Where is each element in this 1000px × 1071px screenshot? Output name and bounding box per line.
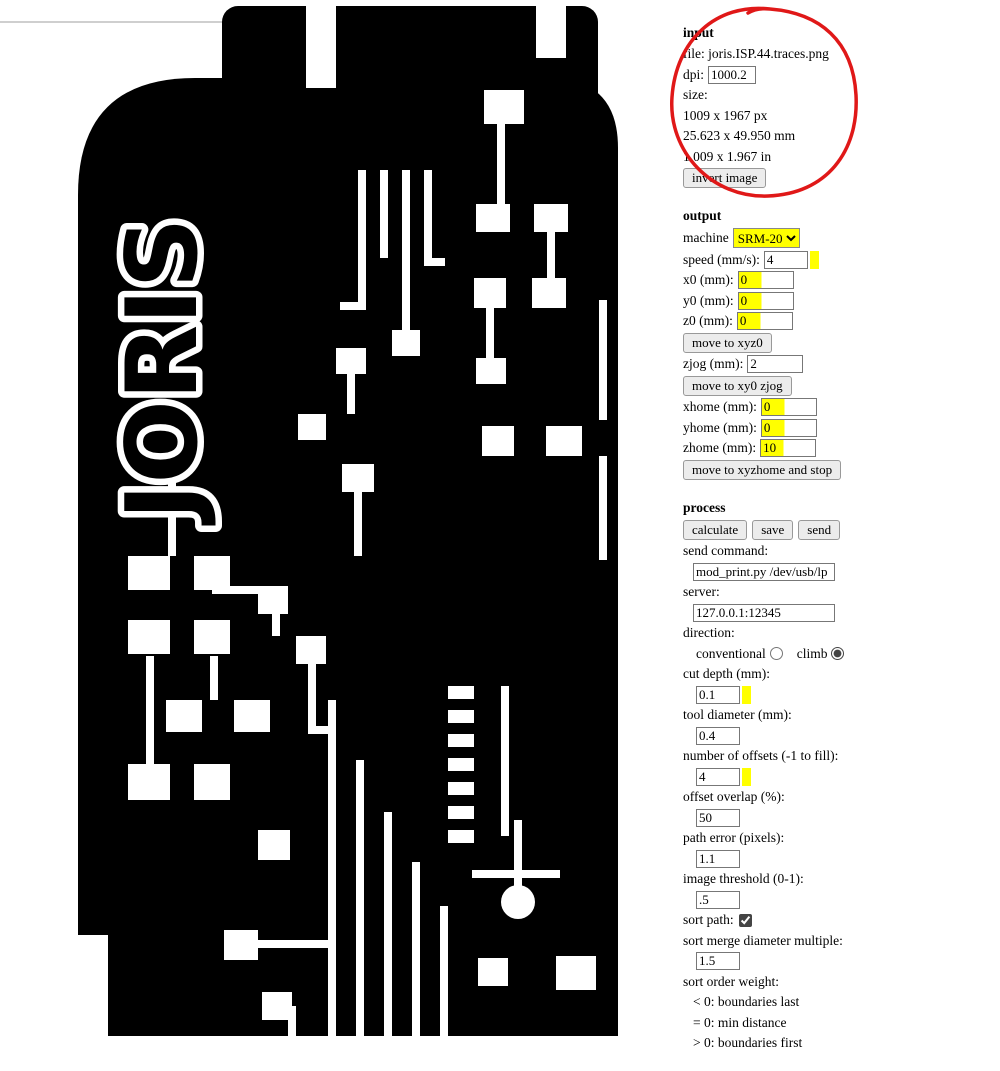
machine-select[interactable]: SRM-20 [732, 228, 800, 248]
tool-diameter-label: tool diameter (mm): [683, 707, 792, 722]
zhome-label: zhome (mm): [683, 440, 757, 455]
image-threshold-label: image threshold (0-1): [683, 871, 804, 886]
sort-order-line-eq: = 0: min distance [693, 1014, 787, 1030]
dpi-input[interactable] [708, 65, 757, 84]
process-section: process calculate save send send command… [683, 499, 993, 1053]
offset-overlap-input[interactable] [696, 808, 740, 827]
server-input[interactable] [693, 603, 835, 622]
input-section: input file: joris.ISP.44.traces.png dpi:… [683, 24, 993, 188]
pcb-board-body [78, 6, 618, 1036]
server-label: server: [683, 584, 720, 599]
save-button[interactable]: save [752, 519, 794, 540]
output-section: output machine SRM-20 speed (mm/s): x0 (… [683, 207, 993, 480]
process-heading: process [683, 499, 726, 515]
control-panel: input file: joris.ISP.44.traces.png dpi:… [683, 24, 993, 1071]
size-heading: size: [683, 87, 708, 102]
pcb-notches [60, 0, 566, 1036]
sort-path-checkbox[interactable] [738, 913, 752, 927]
speed-input[interactable] [763, 250, 808, 269]
send-command-label: send command: [683, 543, 769, 558]
move-to-xyzhome-and-stop-button[interactable]: move to xyzhome and stop [683, 459, 842, 480]
yhome-input[interactable] [760, 418, 817, 437]
yhome-label: yhome (mm): [683, 419, 757, 435]
machine-label: machine [683, 230, 729, 245]
send-command-input[interactable] [693, 562, 835, 581]
sort-merge-label: sort merge diameter multiple: [683, 932, 843, 948]
sort-merge-input[interactable] [696, 952, 740, 970]
invert-image-button[interactable]: invert image [683, 168, 767, 188]
path-error-input[interactable] [696, 849, 740, 868]
direction-climb-radio[interactable] [831, 647, 845, 660]
y0-input[interactable] [737, 291, 794, 310]
zjog-label: zjog (mm): [683, 356, 744, 371]
pcb-traces-image: JORIS [60, 0, 618, 1036]
output-heading: output [683, 208, 722, 223]
move-to-xy0-zjog-button[interactable]: move to xy0 zjog [683, 375, 792, 396]
image-threshold-input[interactable] [696, 890, 740, 909]
input-heading: input [683, 25, 714, 40]
sort-order-weight-label: sort order weight: [683, 973, 779, 989]
sort-order-line-gt: > 0: boundaries first [693, 1035, 803, 1050]
file-label: file: joris.ISP.44.traces.png [683, 46, 829, 61]
xhome-label: xhome (mm): [683, 399, 757, 414]
path-error-label: path error (pixels): [683, 830, 785, 845]
x0-label: x0 (mm): [683, 272, 734, 287]
send-button[interactable]: send [798, 519, 841, 540]
z0-label: z0 (mm): [683, 313, 733, 328]
size-mm: 25.623 x 49.950 mm [683, 128, 796, 143]
y0-label: y0 (mm): [683, 292, 734, 308]
cut-depth-label: cut depth (mm): [683, 666, 770, 681]
offset-overlap-label: offset overlap (%): [683, 789, 785, 804]
offsets-label: number of offsets (-1 to fill): [683, 748, 839, 763]
cut-depth-highlight-marker [742, 685, 751, 704]
speed-highlight-marker [809, 250, 819, 269]
direction-climb-label: climb [796, 645, 828, 661]
sort-path-label: sort path: [683, 912, 734, 927]
cut-depth-input[interactable] [696, 685, 740, 704]
pcb-trace-lines [146, 124, 607, 1036]
sort-order-line-lt: < 0: boundaries last [693, 994, 800, 1009]
direction-conventional-radio[interactable] [769, 647, 783, 660]
size-in: 1.009 x 1.967 in [683, 148, 772, 164]
pcb-pads [128, 90, 596, 1020]
calculate-button[interactable]: calculate [683, 519, 748, 540]
pcb-joris-text: JORIS [106, 218, 220, 526]
zhome-input[interactable] [760, 439, 817, 457]
pcb-image-region: JORIS [60, 0, 618, 1036]
z0-input[interactable] [736, 312, 793, 330]
size-px: 1009 x 1967 px [683, 107, 768, 123]
offsets-input[interactable] [696, 767, 740, 786]
direction-conventional-label: conventional [696, 645, 766, 661]
xhome-input[interactable] [760, 398, 817, 416]
zjog-input[interactable] [747, 355, 804, 373]
offsets-highlight-marker [742, 767, 751, 786]
dpi-label: dpi: [683, 66, 705, 82]
tool-diameter-input[interactable] [696, 726, 740, 745]
x0-input[interactable] [737, 271, 794, 289]
direction-label: direction: [683, 625, 735, 640]
move-to-xyz0-button[interactable]: move to xyz0 [683, 332, 772, 353]
speed-label: speed (mm/s): [683, 251, 760, 267]
